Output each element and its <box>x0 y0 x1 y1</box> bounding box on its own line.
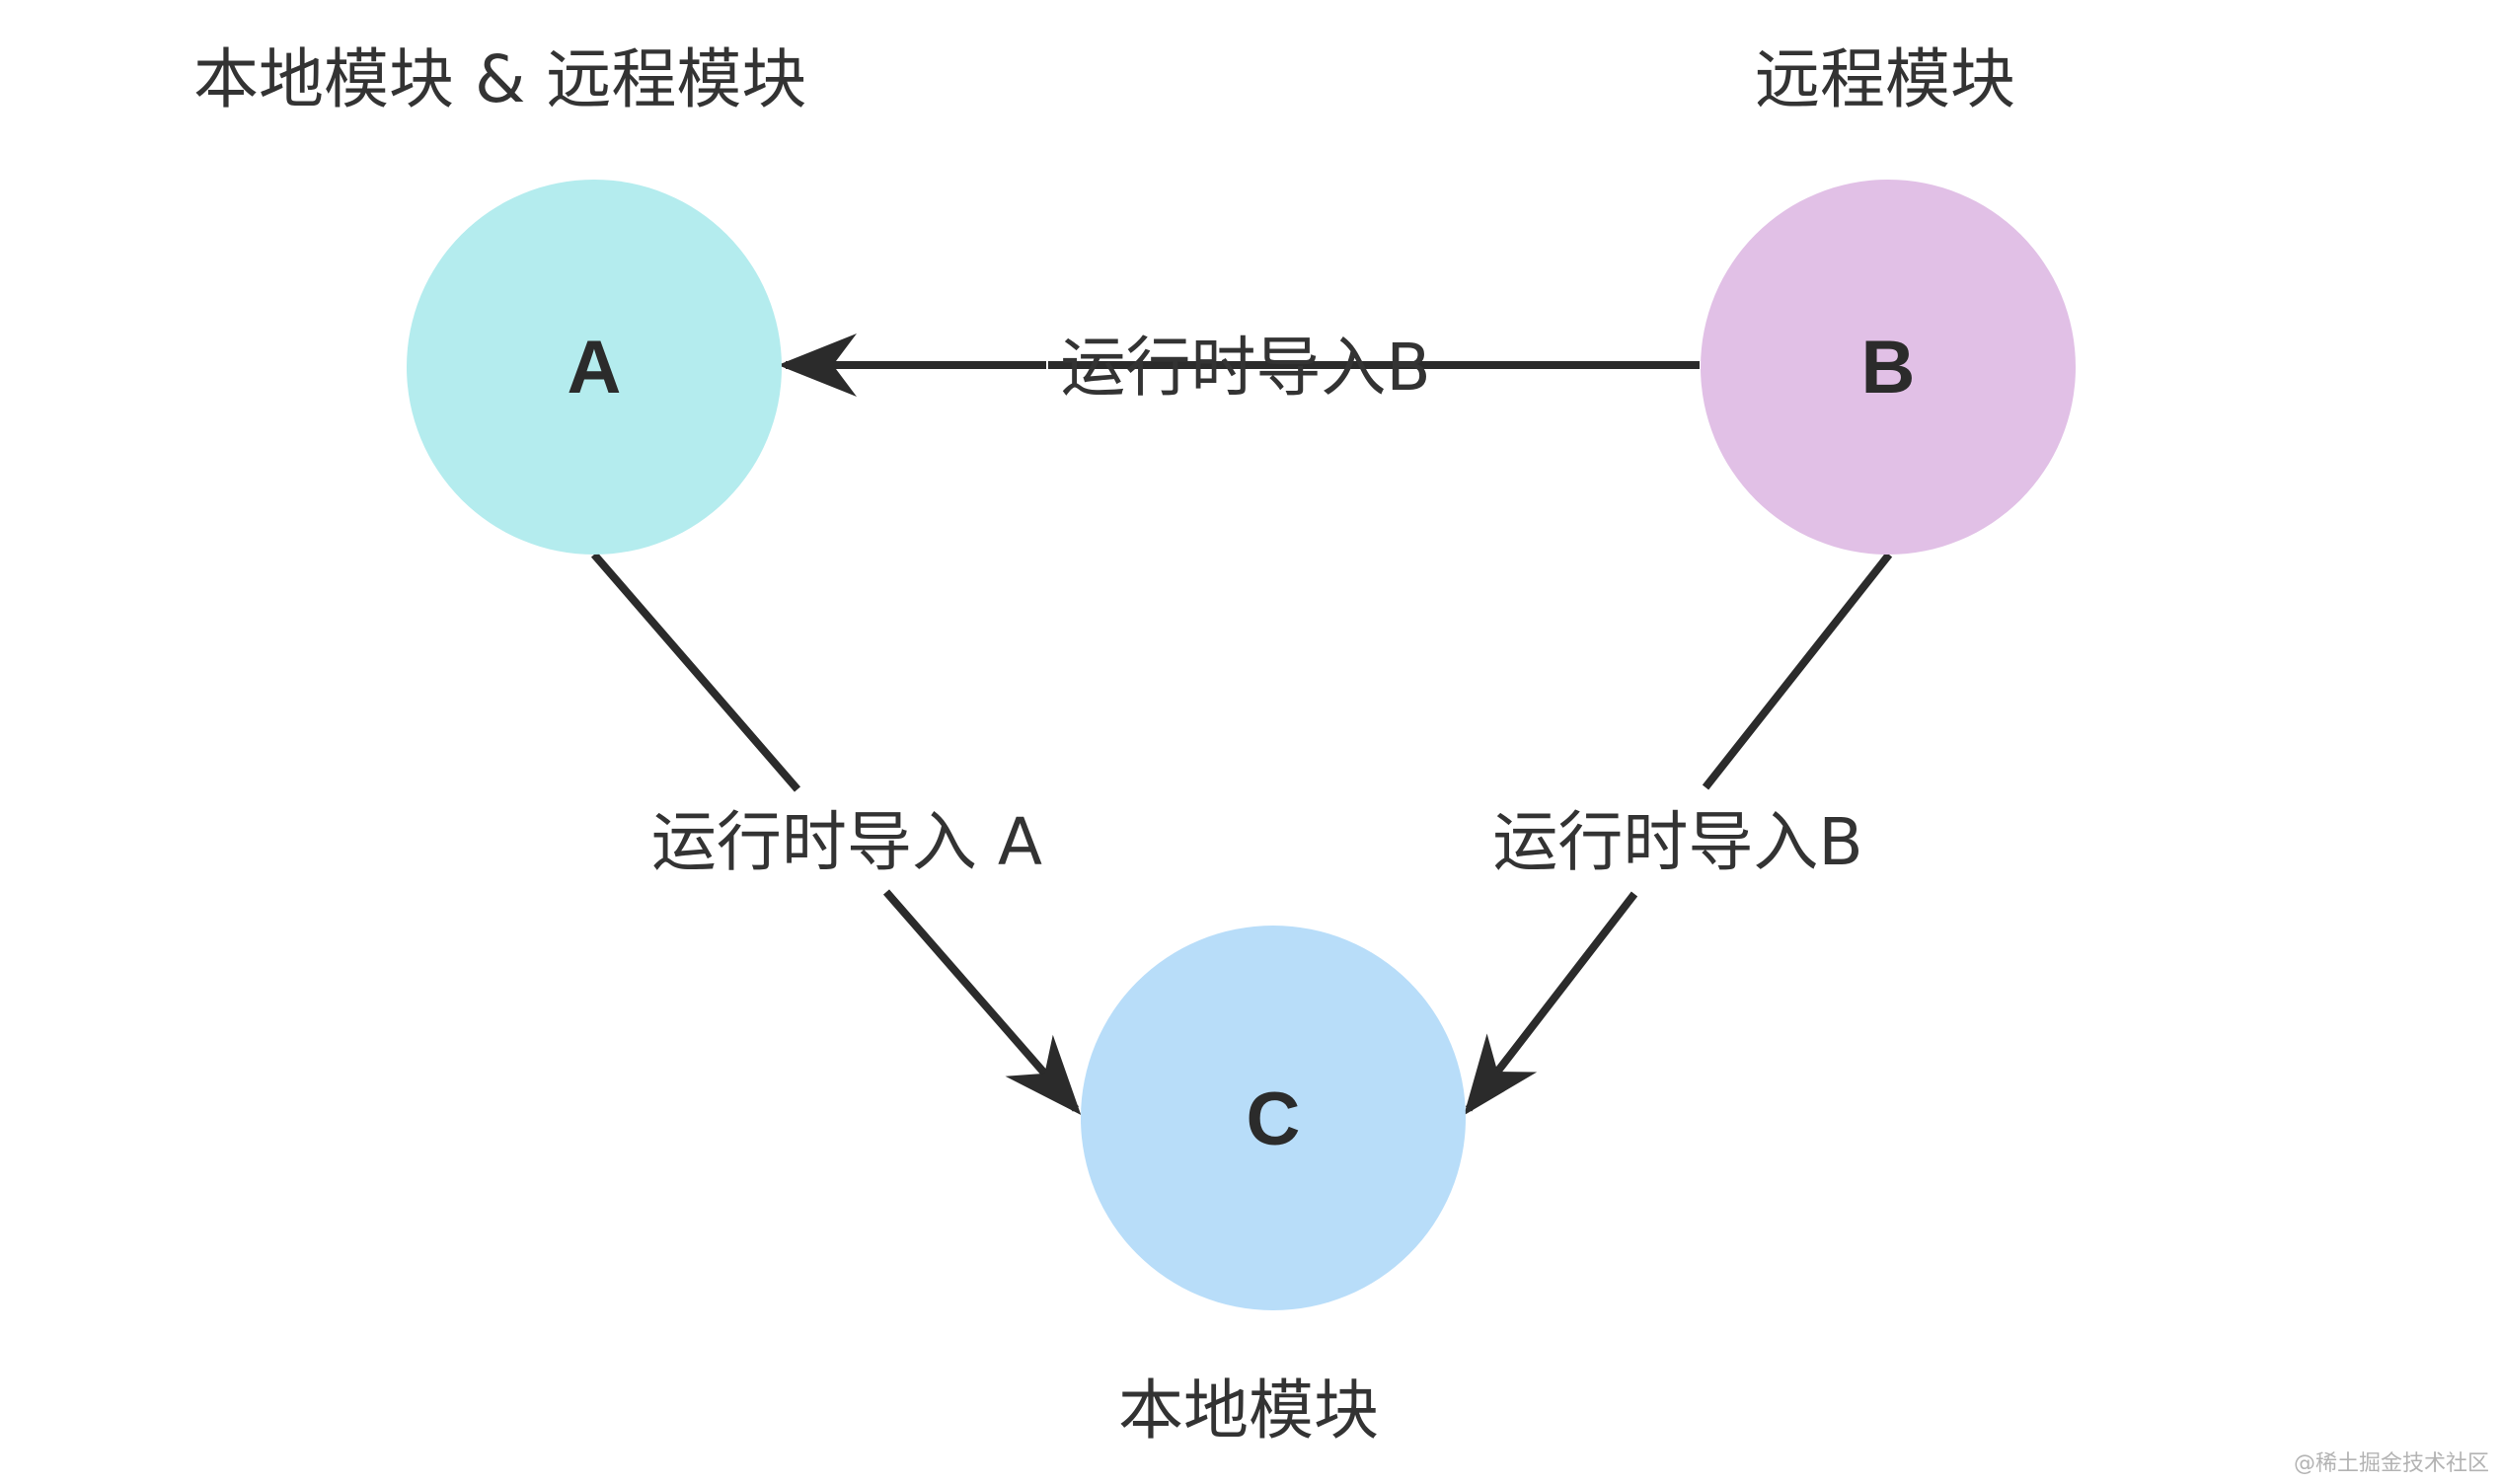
node-b-circle <box>1701 180 2076 555</box>
node-a: A <box>407 180 782 555</box>
edge-a-to-c-line-end <box>882 889 1082 1116</box>
edge-a-to-c-line-start <box>590 552 801 792</box>
node-b-caption: 远程模块 <box>1755 41 2015 117</box>
edge-a-to-c-label: 运行时导入 A <box>651 804 1042 880</box>
node-c: C <box>1081 926 1466 1310</box>
edge-b-to-c: 运行时导入B <box>1464 552 1893 1116</box>
node-c-circle <box>1081 926 1466 1310</box>
watermark: @稀土掘金技术社区 <box>2294 1451 2489 1476</box>
node-a-caption: 本地模块 & 远程模块 <box>193 41 806 117</box>
edge-b-to-c-line-start <box>1702 552 1893 790</box>
edge-b-to-a: 运行时导入B <box>778 330 1700 406</box>
edge-a-to-c: 运行时导入 A <box>590 552 1082 1116</box>
edge-b-to-a-label: 运行时导入B <box>1060 330 1430 406</box>
node-b-letter: B <box>1861 326 1916 409</box>
edge-b-to-c-label: 运行时导入B <box>1492 804 1862 880</box>
node-c-caption: 本地模块 <box>1118 1373 1379 1448</box>
node-a-letter: A <box>568 326 622 409</box>
node-c-letter: C <box>1247 1077 1301 1161</box>
node-b: B <box>1701 180 2076 555</box>
node-a-circle <box>407 180 782 555</box>
edge-b-to-c-line-end <box>1464 891 1638 1116</box>
